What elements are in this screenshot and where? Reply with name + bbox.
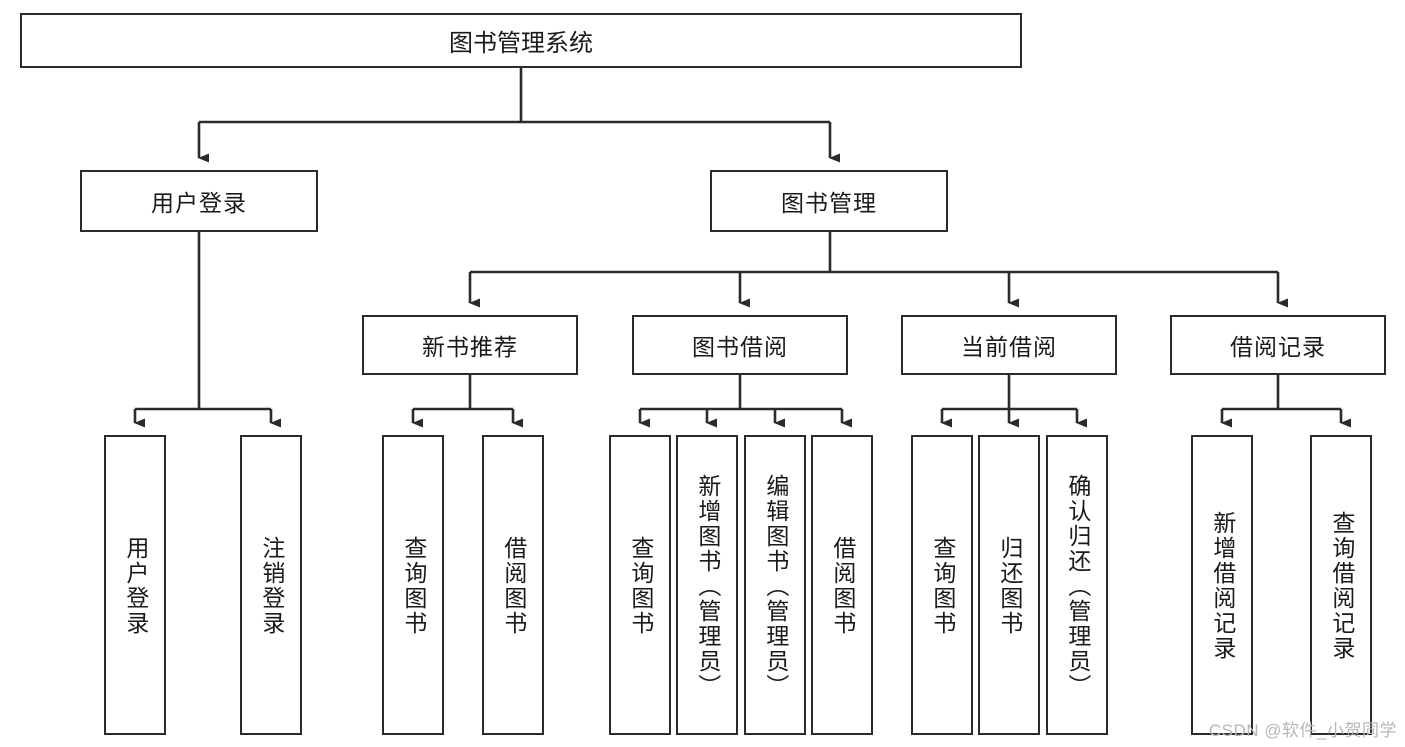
leaf-borrow-add-book[interactable]: 新增图书（管理员）	[676, 435, 738, 735]
leaf-current-return-book[interactable]: 归还图书	[978, 435, 1040, 735]
leaf-borrow-borrow-book[interactable]: 借阅图书	[811, 435, 873, 735]
leaf-label: 查询图书	[627, 536, 654, 636]
watermark: CSDN @软件_小贺同学	[1208, 721, 1397, 740]
node-book-management[interactable]: 图书管理	[710, 170, 948, 232]
leaf-label: 借阅图书	[500, 536, 527, 636]
node-current-borrow-label: 当前借阅	[961, 334, 1057, 360]
leaf-label: 查询图书	[400, 536, 427, 636]
node-user-login-label: 用户登录	[151, 190, 247, 216]
leaf-label: 借阅图书	[829, 536, 856, 636]
leaf-recommend-borrow-book[interactable]: 借阅图书	[482, 435, 544, 735]
node-root[interactable]: 图书管理系统	[20, 13, 1022, 68]
leaf-label: 归还图书	[996, 536, 1023, 636]
leaf-label: 注销登录	[258, 536, 285, 636]
leaf-record-query-record[interactable]: 查询借阅记录	[1310, 435, 1372, 735]
leaf-label: 查询借阅记录	[1328, 511, 1355, 661]
node-user-login[interactable]: 用户登录	[80, 170, 318, 232]
node-book-borrow[interactable]: 图书借阅	[632, 315, 848, 375]
leaf-current-query-book[interactable]: 查询图书	[911, 435, 973, 735]
leaf-current-confirm-return[interactable]: 确认归还（管理员）	[1046, 435, 1108, 735]
node-current-borrow[interactable]: 当前借阅	[901, 315, 1117, 375]
leaf-label: 确认归还（管理员）	[1064, 473, 1091, 699]
node-borrow-record[interactable]: 借阅记录	[1170, 315, 1386, 375]
leaf-user-login-signin[interactable]: 用户登录	[104, 435, 166, 735]
node-borrow-record-label: 借阅记录	[1230, 334, 1326, 360]
leaf-label: 用户登录	[122, 536, 149, 636]
node-book-borrow-label: 图书借阅	[692, 334, 788, 360]
node-root-label: 图书管理系统	[449, 30, 593, 57]
leaf-label: 新增借阅记录	[1209, 511, 1236, 661]
leaf-recommend-query-book[interactable]: 查询图书	[382, 435, 444, 735]
node-new-book-recommend[interactable]: 新书推荐	[362, 315, 578, 375]
leaf-borrow-edit-book[interactable]: 编辑图书（管理员）	[744, 435, 806, 735]
leaf-label: 编辑图书（管理员）	[762, 473, 789, 699]
leaf-user-login-signout[interactable]: 注销登录	[240, 435, 302, 735]
leaf-record-add-record[interactable]: 新增借阅记录	[1191, 435, 1253, 735]
node-book-management-label: 图书管理	[781, 190, 877, 216]
leaf-borrow-query-book[interactable]: 查询图书	[609, 435, 671, 735]
leaf-label: 新增图书（管理员）	[694, 473, 721, 699]
node-new-book-recommend-label: 新书推荐	[422, 334, 518, 360]
leaf-label: 查询图书	[929, 536, 956, 636]
